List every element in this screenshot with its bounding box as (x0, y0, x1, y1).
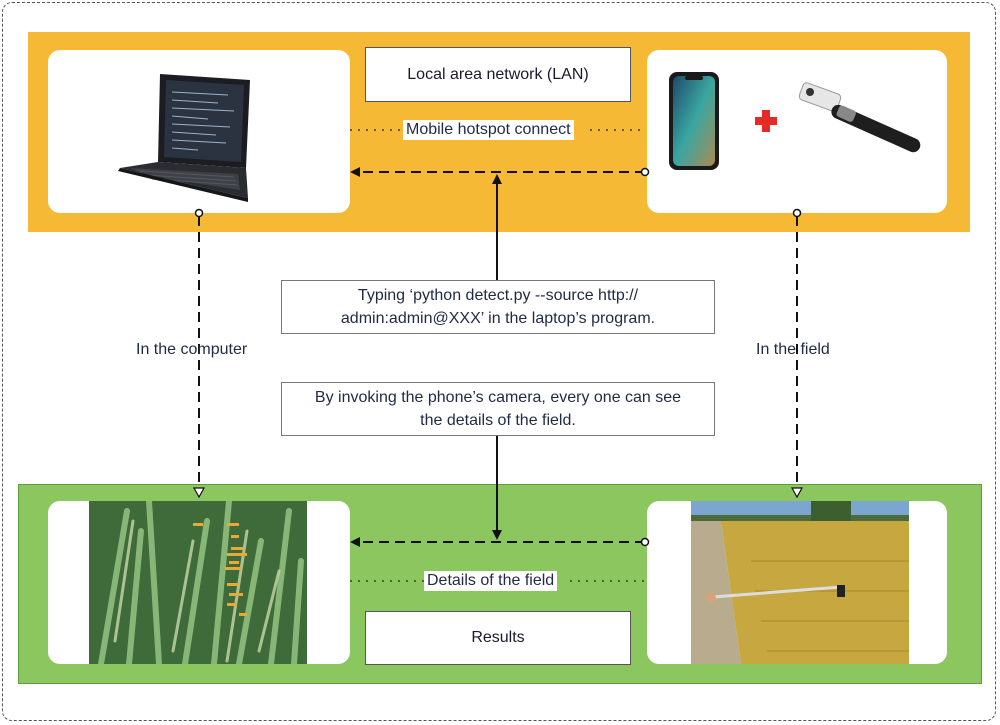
phone-stick-card (647, 50, 947, 213)
in-computer-label: In the computer (136, 341, 248, 358)
typing-instruction-box: Typing ‘python detect.py --source http:/… (281, 280, 715, 334)
plus-icon (755, 110, 777, 132)
wheat-detection-image (89, 501, 307, 664)
camera-line-2: the details of the field. (420, 412, 576, 429)
typing-line-1: Typing ‘python detect.py --source http:/… (357, 287, 639, 304)
results-box: Results (365, 611, 631, 665)
results-label: Results (471, 629, 525, 646)
rice-field-image (691, 501, 909, 664)
details-tag: Details of the field (424, 571, 558, 591)
typing-line-2: admin:admin@XXX’ in the laptop’s program… (340, 310, 656, 327)
laptop-icon (118, 74, 250, 202)
lan-label: Local area network (LAN) (407, 65, 589, 83)
camera-stick-icon (798, 82, 921, 153)
hotspot-tag: Mobile hotspot connect (403, 120, 574, 140)
lan-box: Local area network (LAN) (365, 47, 631, 102)
field-card (647, 501, 947, 664)
smartphone-icon (669, 72, 719, 170)
in-field-label: In the field (756, 341, 830, 358)
camera-line-1: By invoking the phone’s camera, every on… (314, 389, 682, 406)
camera-instruction-box: By invoking the phone’s camera, every on… (281, 382, 715, 436)
laptop-card (48, 50, 350, 213)
detection-card (48, 501, 350, 664)
